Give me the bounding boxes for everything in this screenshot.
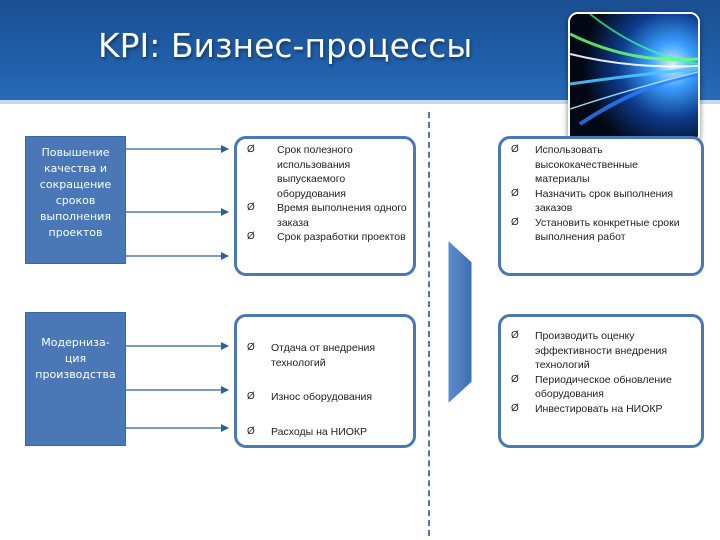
goal-box-quality: Повышение качества и сокращение сроков в… [25,136,126,264]
arrow-bullet-icon: Ø [511,216,519,228]
connector-arrows [126,145,229,432]
arrow-bullet-icon: Ø [511,402,519,414]
goal-line: Модерниза- [41,336,110,349]
arrow-bullet-icon: Ø [247,231,255,242]
arrow-bullet-icon: Ø [511,144,519,155]
arrow-bullet-icon: Ø [511,187,519,199]
arrow-bullet-icon: Ø [247,342,255,353]
header-divider [0,100,720,104]
arrow-bullet-icon: Ø [247,425,255,437]
goal-line: проектов [48,226,103,239]
arrow-bullet-icon: Ø [511,373,519,385]
goal-line: сроков [55,194,96,207]
arrow-bullet-icon: Ø [247,144,255,155]
goal-line: Повышение [41,146,110,159]
transition-arrow-icon [447,238,473,406]
goal-line: качества и [44,162,107,175]
arrow-bullet-icon: Ø [247,391,255,402]
goal-line: выполнения [39,210,112,223]
goal-line: производства [35,368,116,381]
goal-line: ция [64,352,87,365]
arrow-bullet-icon: Ø [247,202,255,213]
arrow-bullet-icon: Ø [511,330,519,341]
goal-line: сокращение [39,178,112,191]
dashed-divider [428,112,430,536]
goal-box-modernization: Модерниза- ция производства [25,312,126,446]
slide-title: KPI: Бизнес-процессы [98,26,473,65]
